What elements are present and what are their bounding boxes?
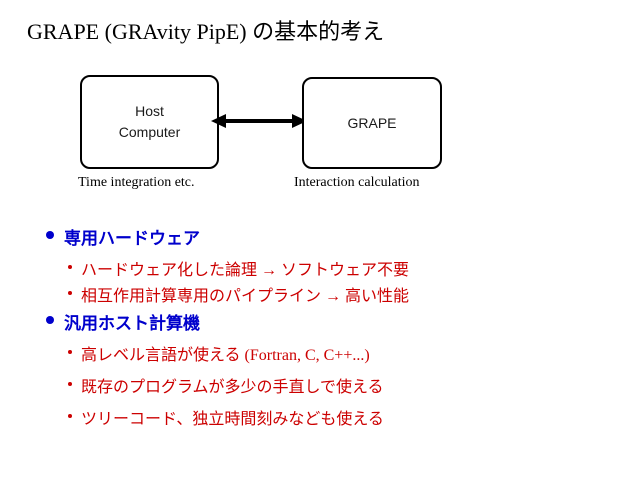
sub-bullet-text: 高レベル言語が使える (Fortran, C, C++...): [81, 347, 370, 364]
bullet-text: 専用ハードウェア: [64, 229, 200, 248]
sub-bullet-text: 既存のプログラムが多少の手直しで使える: [81, 379, 384, 396]
bullet-icon: [46, 316, 54, 324]
sub-bullet-item: 高レベル言語が使える (Fortran, C, C++...): [68, 341, 370, 365]
host-computer-box: Host Computer: [80, 75, 219, 169]
dot-icon: [68, 382, 72, 386]
sub-bullet-item: 既存のプログラムが多少の手直しで使える: [68, 373, 384, 397]
grape-box: GRAPE: [302, 77, 442, 169]
dot-icon: [68, 265, 72, 269]
sub-bullet-text: ツリーコード、独立時間刻みなども使える: [81, 411, 384, 428]
dot-icon: [68, 414, 72, 418]
sub-bullet-text: ハードウェア化した論理 → ソフトウェア不要: [81, 262, 410, 279]
sub-bullet-item: ハードウェア化した論理 → ソフトウェア不要: [68, 256, 409, 280]
bullet-item: 専用ハードウェア: [46, 224, 200, 249]
grape-label: GRAPE: [347, 114, 397, 131]
bullet-icon: [46, 231, 54, 239]
sub-bullet-text: 相互作用計算専用のパイプライン → 高い性能: [81, 288, 410, 305]
host-computer-label: Host Computer: [118, 103, 181, 140]
double-arrow-icon: [211, 114, 307, 128]
sub-bullet-item: 相互作用計算専用のパイプライン → 高い性能: [68, 282, 409, 306]
dot-icon: [68, 350, 72, 354]
bullet-item: 汎用ホスト計算機: [46, 309, 200, 334]
host-caption: Time integration etc.: [78, 175, 195, 190]
slide-title: GRAPE (GRAvity PipE) の基本的考え: [27, 19, 385, 44]
sub-bullet-item: ツリーコード、独立時間刻みなども使える: [68, 405, 384, 429]
bullet-text: 汎用ホスト計算機: [64, 314, 200, 333]
dot-icon: [68, 291, 72, 295]
grape-caption: Interaction calculation: [294, 175, 420, 190]
